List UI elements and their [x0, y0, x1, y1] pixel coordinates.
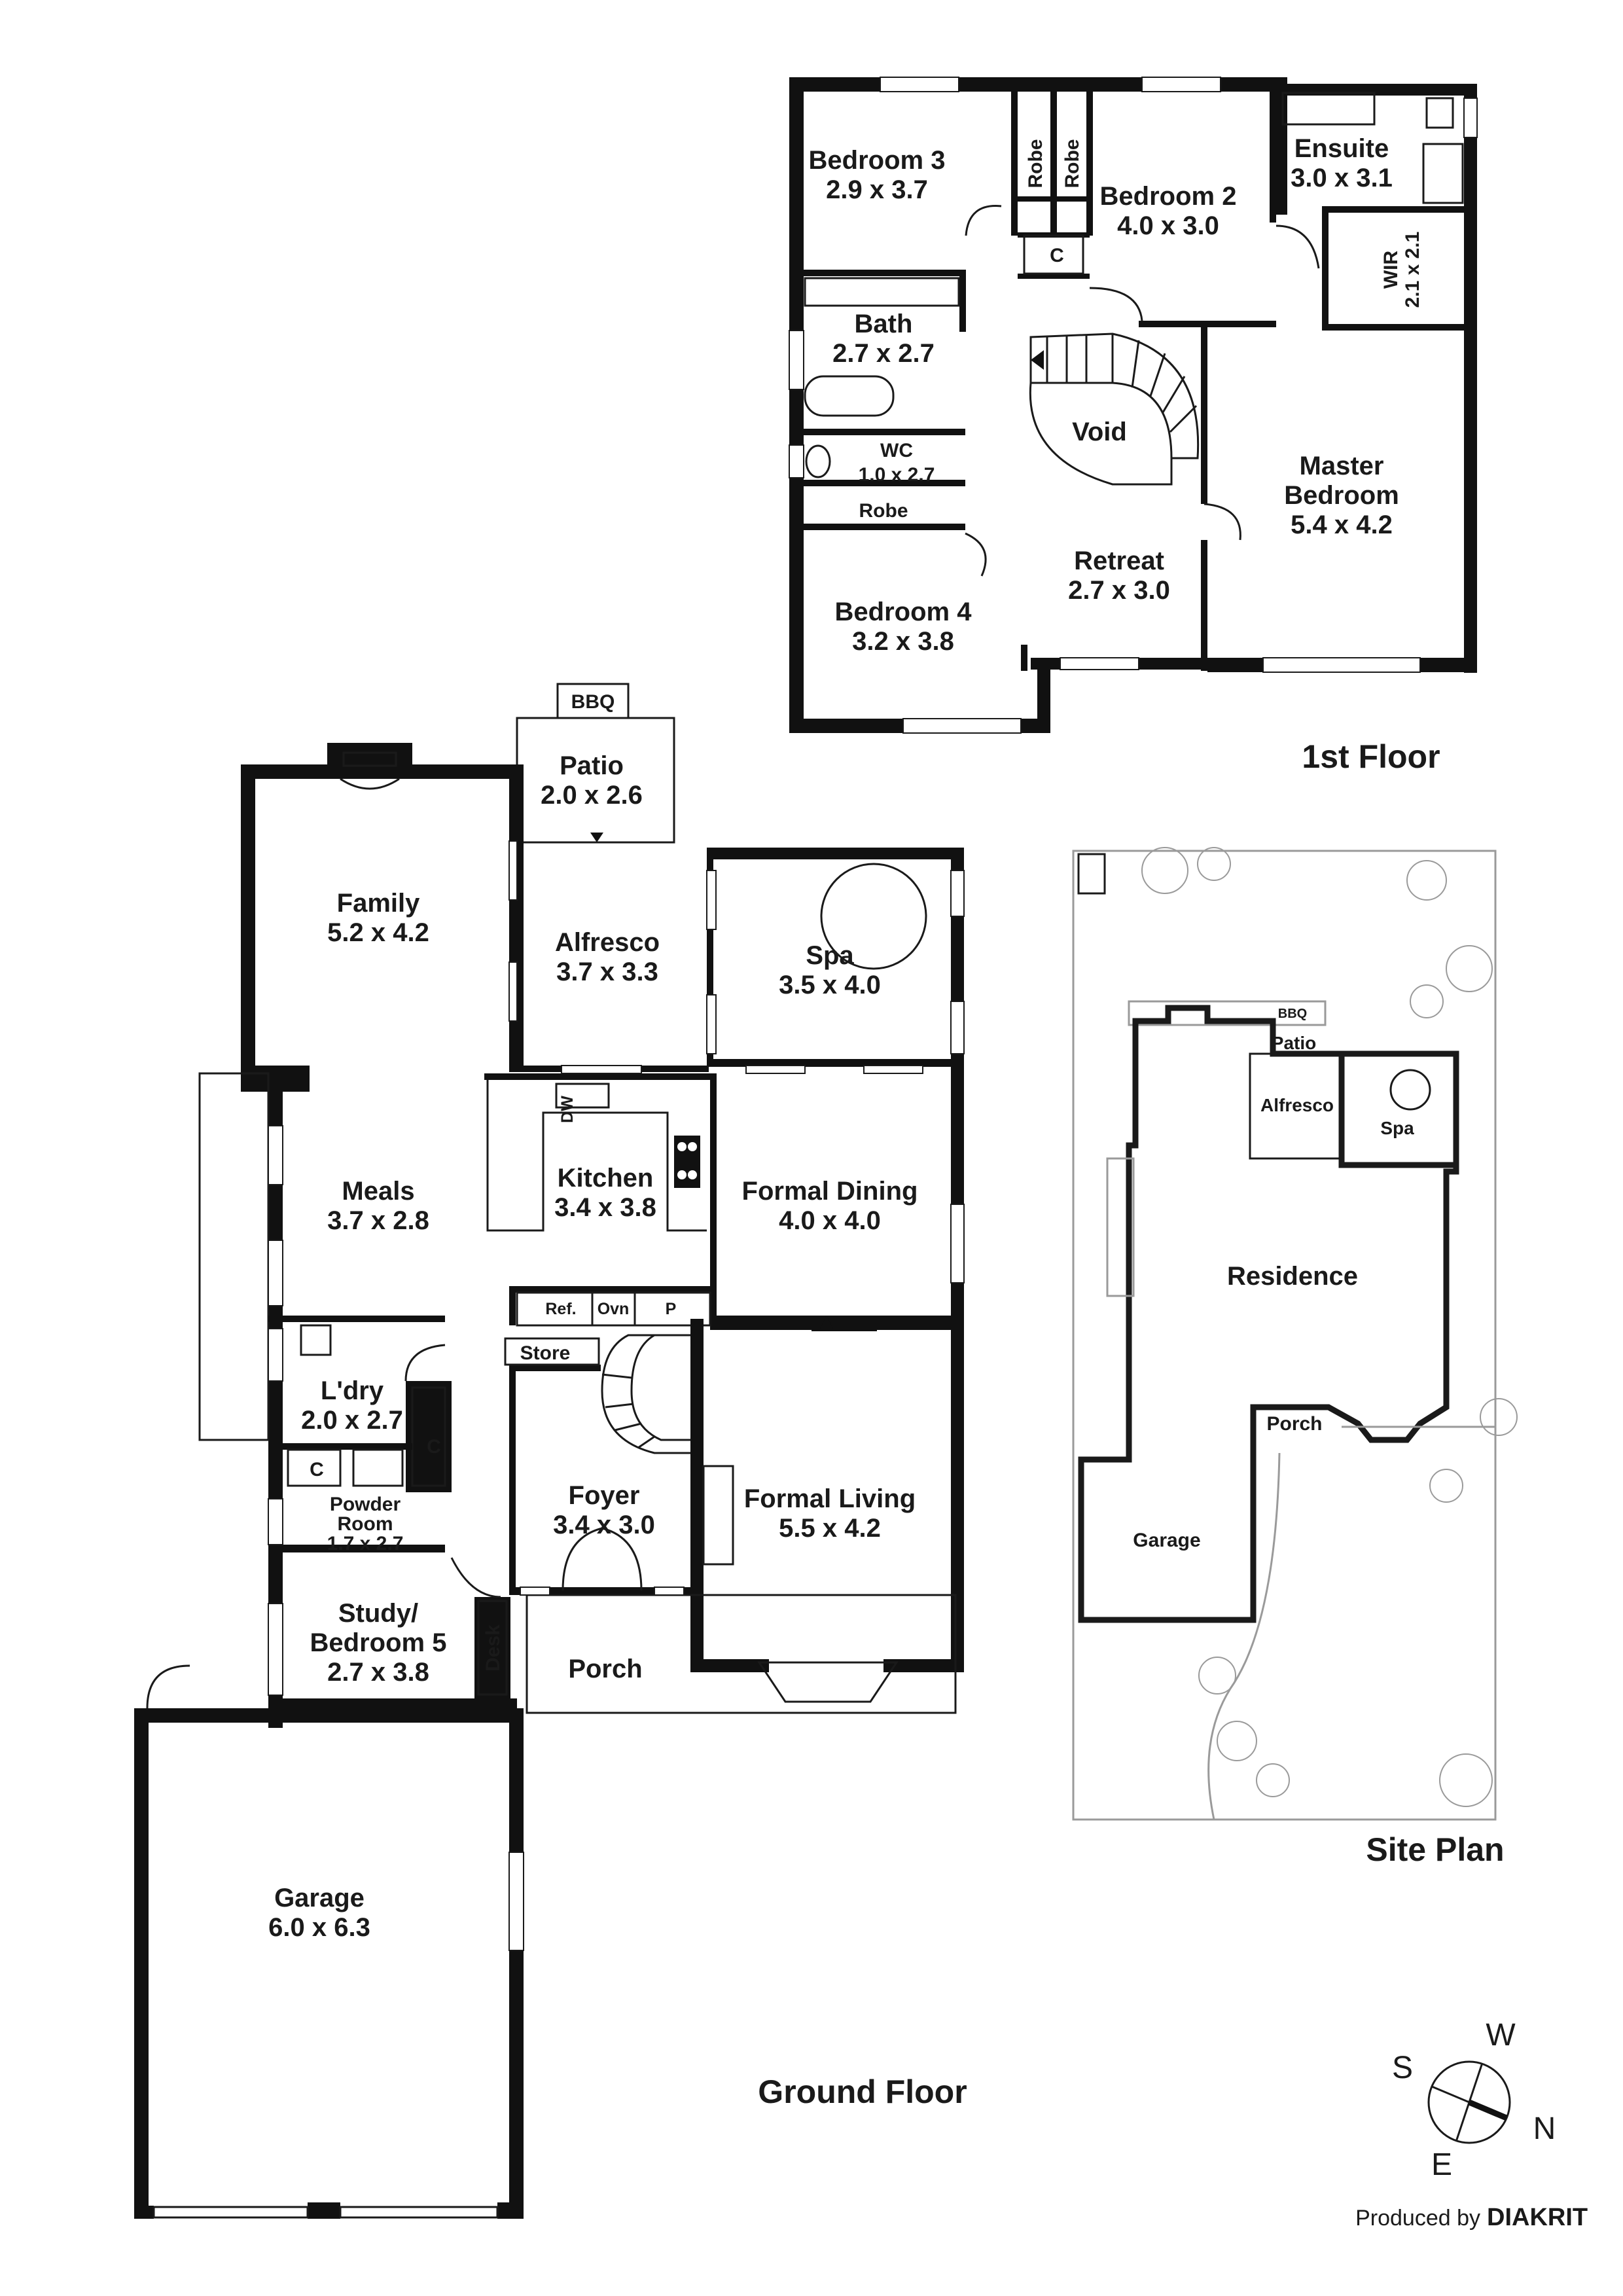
room-name-alfresco: Alfresco: [555, 928, 660, 957]
room-name-meals: Meals: [342, 1177, 414, 1206]
room-name-bbq: BBQ: [571, 691, 615, 713]
ground-floor-plan: [134, 683, 965, 2219]
room-name-robe-b: Robe: [1061, 139, 1083, 188]
room-name-master-2: Bedroom: [1284, 481, 1399, 510]
site-label-bbq: BBQ: [1278, 1007, 1307, 1021]
room-size-formal-dining: 4.0 x 4.0: [779, 1206, 881, 1235]
compass-east: E: [1431, 2147, 1452, 2182]
room-name-foyer: Foyer: [569, 1481, 640, 1510]
credit-brand-logo: DIAKRIT: [1487, 2204, 1588, 2231]
room-size-retreat: 2.7 x 3.0: [1068, 576, 1170, 605]
compass-north: N: [1533, 2111, 1556, 2146]
room-name-study-2: Bedroom 5: [310, 1628, 447, 1657]
room-size-bedroom-3: 2.9 x 3.7: [826, 175, 928, 204]
site-label-patio: Patio: [1272, 1033, 1316, 1053]
room-size-ldry: 2.0 x 2.7: [301, 1406, 403, 1435]
room-name-bedroom-4: Bedroom 4: [835, 598, 972, 626]
room-size-spa: 3.5 x 4.0: [779, 971, 881, 999]
pantry-label: P: [666, 1300, 677, 1318]
room-size-family: 5.2 x 4.2: [327, 918, 429, 947]
room-name-wc: WC: [880, 440, 913, 461]
compass-west: W: [1486, 2018, 1516, 2053]
site-label-alfresco: Alfresco: [1260, 1095, 1334, 1115]
site-plan-title: Site Plan: [1366, 1831, 1504, 1868]
room-size-bath: 2.7 x 2.7: [832, 339, 935, 368]
compass-south: S: [1392, 2051, 1413, 2085]
room-name-robe-c: Robe: [859, 500, 908, 522]
site-label-residence: Residence: [1227, 1262, 1358, 1291]
credit-prefix: Produced by: [1355, 2206, 1480, 2231]
room-name-garage: Garage: [274, 1884, 365, 1912]
room-size-formal-living: 5.5 x 4.2: [779, 1514, 881, 1543]
room-size-ensuite: 3.0 x 3.1: [1291, 164, 1393, 192]
room-name-store: Store: [520, 1342, 571, 1364]
site-label-garage: Garage: [1133, 1530, 1200, 1551]
room-name-powder-1: Powder: [330, 1494, 401, 1515]
room-name-bedroom-2: Bedroom 2: [1100, 182, 1237, 211]
room-name-spa: Spa: [806, 941, 854, 970]
room-size-powder: 1.7 x 2.7: [327, 1533, 404, 1554]
room-size-study: 2.7 x 3.8: [327, 1658, 429, 1687]
site-label-porch: Porch: [1266, 1413, 1322, 1435]
room-name-powder-2: Room: [338, 1513, 393, 1535]
first-floor-title: 1st Floor: [1302, 738, 1440, 775]
site-plan-map: [1072, 847, 1518, 1821]
room-name-bedroom-3: Bedroom 3: [809, 146, 946, 175]
desk-label: Desk: [482, 1624, 504, 1672]
room-name-bath: Bath: [855, 310, 913, 338]
room-size-alfresco: 3.7 x 3.3: [556, 958, 658, 986]
site-label-spa: Spa: [1380, 1118, 1414, 1138]
room-size-garage: 6.0 x 6.3: [268, 1913, 370, 1942]
room-name-wir: WIR: [1380, 251, 1402, 289]
room-name-porch: Porch: [568, 1655, 642, 1683]
room-size-patio: 2.0 x 2.6: [541, 781, 643, 810]
room-size-meals: 3.7 x 2.8: [327, 1206, 429, 1235]
room-name-void: Void: [1072, 418, 1127, 446]
compass-rose: [1427, 2060, 1511, 2144]
room-name-family: Family: [337, 889, 420, 918]
room-name-cupboard-c1: C: [427, 1436, 441, 1458]
room-size-wc: 1.0 x 2.7: [859, 464, 935, 486]
room-size-kitchen: 3.4 x 3.8: [554, 1193, 656, 1222]
room-name-kitchen: Kitchen: [558, 1164, 654, 1193]
room-name-ldry: L'dry: [321, 1376, 384, 1405]
room-size-foyer: 3.4 x 3.0: [553, 1511, 655, 1539]
appliance-ref: Ref.: [545, 1300, 576, 1318]
room-name-study-1: Study/: [338, 1599, 418, 1628]
room-name-robe-a: Robe: [1025, 139, 1046, 188]
room-name-ensuite: Ensuite: [1294, 134, 1389, 163]
first-floor-plan: [789, 77, 1478, 734]
room-size-bedroom-2: 4.0 x 3.0: [1117, 211, 1219, 240]
room-name-master-1: Master: [1300, 452, 1384, 480]
room-size-master: 5.4 x 4.2: [1291, 511, 1393, 539]
ground-floor-title: Ground Floor: [758, 2073, 967, 2110]
room-name-patio: Patio: [560, 751, 624, 780]
appliance-dishwasher: DW: [558, 1096, 577, 1123]
room-name-formal-living: Formal Living: [744, 1484, 916, 1513]
room-name-cupboard-c2: C: [310, 1459, 324, 1480]
room-size-wir: 2.1 x 2.1: [1402, 232, 1423, 308]
room-size-bedroom-4: 3.2 x 3.8: [852, 627, 954, 656]
room-name-cupboard: C: [1050, 245, 1064, 266]
room-name-retreat: Retreat: [1074, 547, 1164, 575]
room-name-formal-dining: Formal Dining: [742, 1177, 918, 1206]
appliance-ovn: Ovn: [597, 1300, 630, 1318]
